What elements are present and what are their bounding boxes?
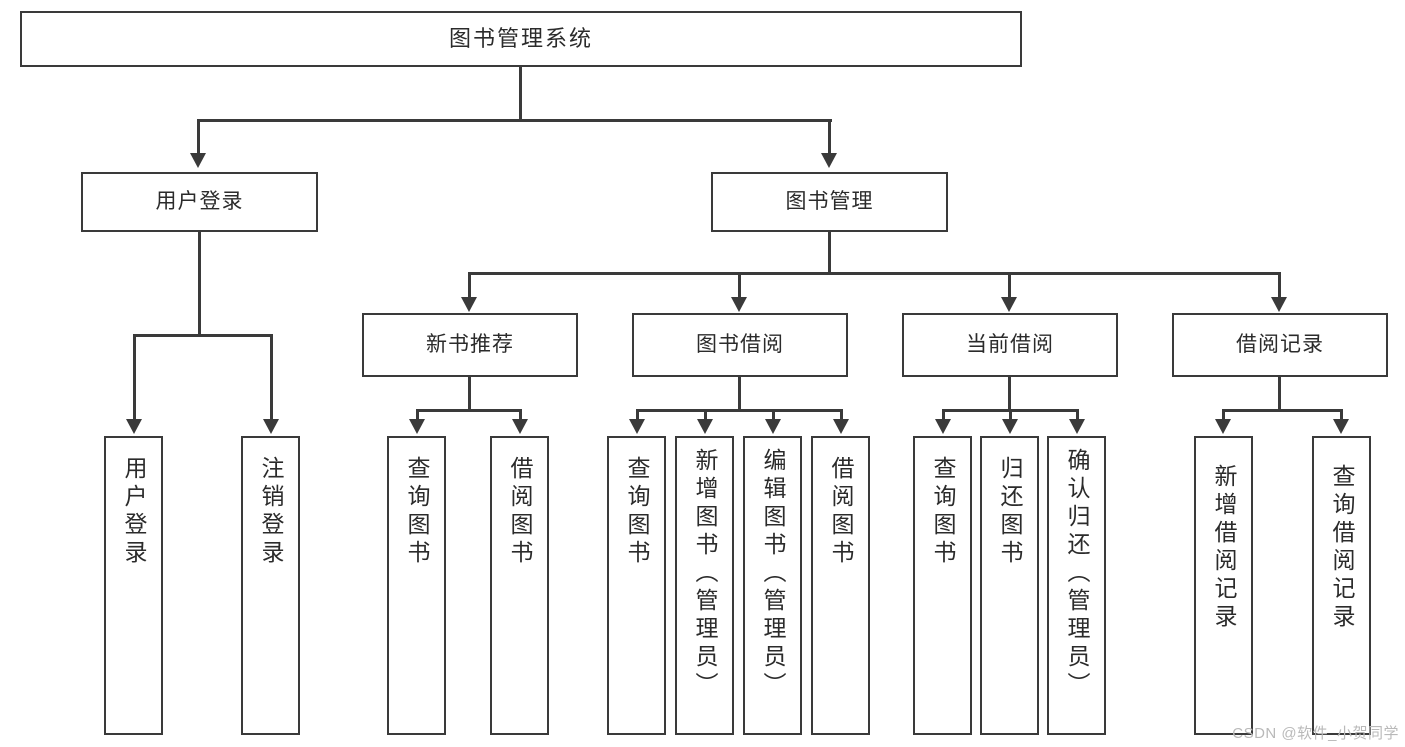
- node-current-borrow[interactable]: 当前借阅: [902, 313, 1118, 377]
- connector-drop-confirm-return: [1076, 409, 1079, 422]
- arrowhead-return-book: [1002, 419, 1018, 434]
- node-root-label: 图书管理系统: [448, 26, 593, 52]
- arrowhead-borrow-record: [1271, 297, 1287, 312]
- node-leaf-query-book-3[interactable]: 查询图书: [913, 436, 972, 735]
- arrowhead-query-book-2: [629, 419, 645, 434]
- node-leaf-borrow-book-2[interactable]: 借阅图书: [811, 436, 870, 735]
- connector-drop-query-book-1: [416, 409, 419, 422]
- node-leaf-return-book[interactable]: 归还图书: [980, 436, 1039, 735]
- connector-drop-borrow-record: [1278, 272, 1281, 300]
- node-user-login[interactable]: 用户登录: [81, 172, 318, 232]
- node-leaf-edit-book-label: 编辑图书（管理员）: [760, 448, 786, 700]
- connector-level2-bar: [469, 272, 1281, 275]
- arrowhead-leaf-logout: [263, 419, 279, 434]
- arrowhead-confirm-return: [1069, 419, 1085, 434]
- connector-user-login-bar: [134, 334, 273, 337]
- connector-drop-borrow-book-2: [840, 409, 843, 422]
- node-book-manage-label: 图书管理: [785, 189, 874, 213]
- arrowhead-query-record: [1333, 419, 1349, 434]
- node-leaf-add-book[interactable]: 新增图书（管理员）: [675, 436, 734, 735]
- node-borrow-record-label: 借阅记录: [1236, 332, 1324, 356]
- arrowhead-query-book-1: [409, 419, 425, 434]
- connector-borrow-record-stem: [1278, 377, 1281, 409]
- node-new-book-recommend-label: 新书推荐: [426, 332, 514, 356]
- node-leaf-add-record-label: 新增借阅记录: [1211, 464, 1237, 632]
- connector-drop-borrow-book-1: [519, 409, 522, 422]
- connector-drop-edit-book: [772, 409, 775, 422]
- node-leaf-borrow-book-1-label: 借阅图书: [507, 456, 533, 568]
- connector-book-borrow-bar: [637, 409, 842, 412]
- node-current-borrow-label: 当前借阅: [966, 332, 1054, 356]
- node-leaf-add-book-label: 新增图书（管理员）: [692, 448, 718, 700]
- connector-new-book-stem: [468, 377, 471, 409]
- connector-drop-leaf-user-login: [133, 334, 136, 422]
- arrowhead-leaf-user-login: [126, 419, 142, 434]
- connector-borrow-record-bar: [1223, 409, 1341, 412]
- node-borrow-record[interactable]: 借阅记录: [1172, 313, 1388, 377]
- node-leaf-borrow-book-2-label: 借阅图书: [828, 456, 854, 568]
- connector-drop-new-book: [468, 272, 471, 300]
- node-book-borrow-label: 图书借阅: [696, 332, 784, 356]
- connector-user-login-stem: [198, 232, 201, 334]
- connector-book-borrow-stem: [738, 377, 741, 409]
- node-leaf-query-record-label: 查询借阅记录: [1329, 464, 1355, 632]
- node-leaf-query-book-1-label: 查询图书: [404, 456, 430, 568]
- connector-drop-add-book: [704, 409, 707, 422]
- connector-new-book-bar: [417, 409, 521, 412]
- connector-book-manage-stem: [828, 232, 831, 272]
- arrowhead-book-manage: [821, 153, 837, 168]
- node-leaf-user-login[interactable]: 用户登录: [104, 436, 163, 735]
- csdn-watermark: CSDN @软件_小贺同学: [1232, 725, 1399, 742]
- connector-current-borrow-stem: [1008, 377, 1011, 409]
- connector-drop-add-record: [1222, 409, 1225, 422]
- node-leaf-edit-book[interactable]: 编辑图书（管理员）: [743, 436, 802, 735]
- connector-drop-book-borrow: [738, 272, 741, 300]
- arrowhead-edit-book: [765, 419, 781, 434]
- node-root[interactable]: 图书管理系统: [20, 11, 1022, 67]
- node-book-manage[interactable]: 图书管理: [711, 172, 948, 232]
- node-leaf-query-book-3-label: 查询图书: [930, 456, 956, 568]
- arrowhead-add-book: [697, 419, 713, 434]
- connector-drop-query-record: [1340, 409, 1343, 422]
- connector-root-stem: [519, 67, 522, 119]
- connector-drop-query-book-3: [942, 409, 945, 422]
- node-user-login-label: 用户登录: [155, 189, 244, 213]
- connector-drop-user-login: [197, 119, 200, 156]
- arrowhead-borrow-book-2: [833, 419, 849, 434]
- connector-drop-query-book-2: [636, 409, 639, 422]
- arrowhead-current-borrow: [1001, 297, 1017, 312]
- arrowhead-add-record: [1215, 419, 1231, 434]
- node-new-book-recommend[interactable]: 新书推荐: [362, 313, 578, 377]
- node-leaf-add-record[interactable]: 新增借阅记录: [1194, 436, 1253, 735]
- node-book-borrow[interactable]: 图书借阅: [632, 313, 848, 377]
- node-leaf-query-book-2-label: 查询图书: [624, 456, 650, 568]
- arrowhead-new-book: [461, 297, 477, 312]
- node-leaf-return-book-label: 归还图书: [997, 456, 1023, 568]
- connector-drop-return-book: [1009, 409, 1012, 422]
- arrowhead-borrow-book-1: [512, 419, 528, 434]
- node-leaf-user-login-label: 用户登录: [121, 456, 147, 568]
- connector-drop-current-borrow: [1008, 272, 1011, 300]
- connector-drop-book-manage: [828, 119, 831, 156]
- arrowhead-book-borrow: [731, 297, 747, 312]
- arrowhead-query-book-3: [935, 419, 951, 434]
- node-leaf-query-book-2[interactable]: 查询图书: [607, 436, 666, 735]
- arrowhead-user-login: [190, 153, 206, 168]
- node-leaf-borrow-book-1[interactable]: 借阅图书: [490, 436, 549, 735]
- node-leaf-confirm-return-label: 确认归还（管理员）: [1064, 448, 1090, 700]
- node-leaf-query-book-1[interactable]: 查询图书: [387, 436, 446, 735]
- node-leaf-confirm-return[interactable]: 确认归还（管理员）: [1047, 436, 1106, 735]
- node-leaf-logout-label: 注销登录: [258, 456, 284, 568]
- node-leaf-query-record[interactable]: 查询借阅记录: [1312, 436, 1371, 735]
- connector-level1-bar: [198, 119, 832, 122]
- connector-drop-leaf-logout: [270, 334, 273, 422]
- node-leaf-logout[interactable]: 注销登录: [241, 436, 300, 735]
